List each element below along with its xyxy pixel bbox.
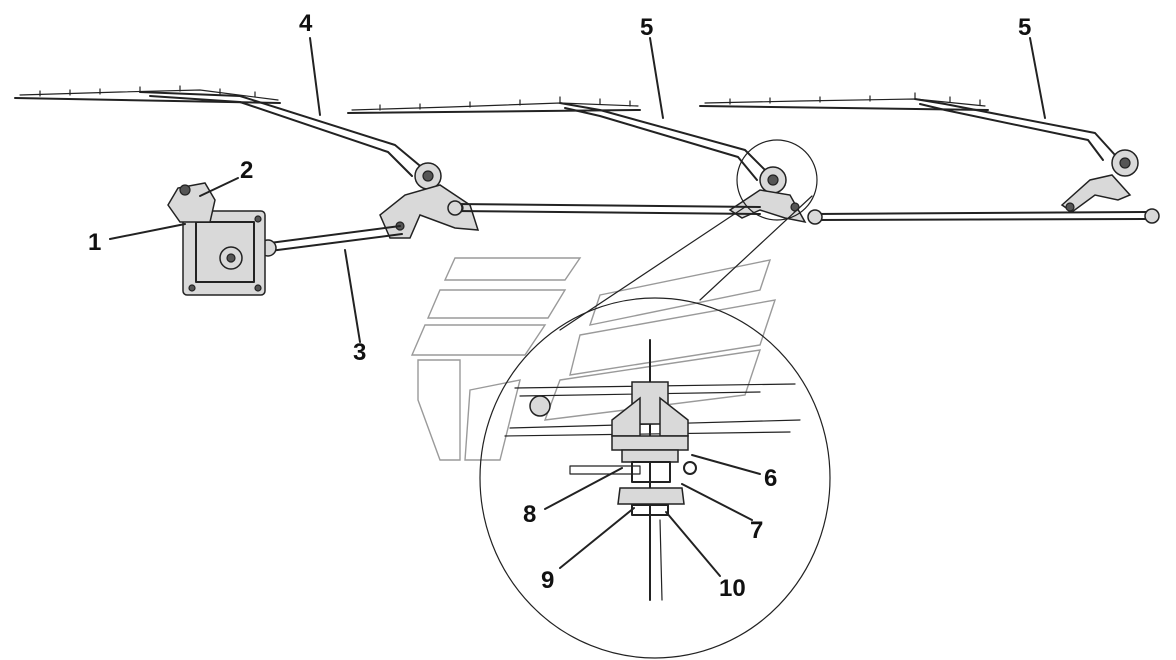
wiper-blade-middle	[347, 96, 641, 114]
wiper-arm-middle	[559, 102, 787, 194]
callout-3: 3	[353, 339, 366, 366]
leader-lines	[109, 37, 1046, 577]
callout-6: 6	[764, 465, 777, 492]
callout-4: 4	[299, 10, 313, 37]
connecting-rod	[259, 225, 403, 257]
wiper-blade-right	[699, 92, 989, 111]
linkage-rod-main	[447, 200, 761, 216]
wiper-blade-left	[14, 85, 281, 104]
linkage-rod-right	[807, 208, 1160, 225]
wiper-arm-left	[139, 91, 442, 190]
detail-callout-circle	[479, 139, 831, 659]
detail-pivot-section	[504, 339, 801, 601]
callout-5-middle: 5	[640, 14, 653, 41]
wiper-arm-right	[914, 98, 1139, 177]
pivot-bracket-right	[1060, 174, 1132, 213]
callout-1: 1	[88, 229, 101, 256]
callout-8: 8	[523, 501, 536, 528]
callout-10: 10	[719, 575, 746, 602]
callout-2: 2	[240, 157, 253, 184]
callout-7: 7	[750, 517, 763, 544]
callout-9: 9	[541, 567, 554, 594]
wiper-motor	[167, 182, 266, 296]
vehicle-outline	[410, 257, 777, 461]
callout-5-right: 5	[1018, 14, 1031, 41]
